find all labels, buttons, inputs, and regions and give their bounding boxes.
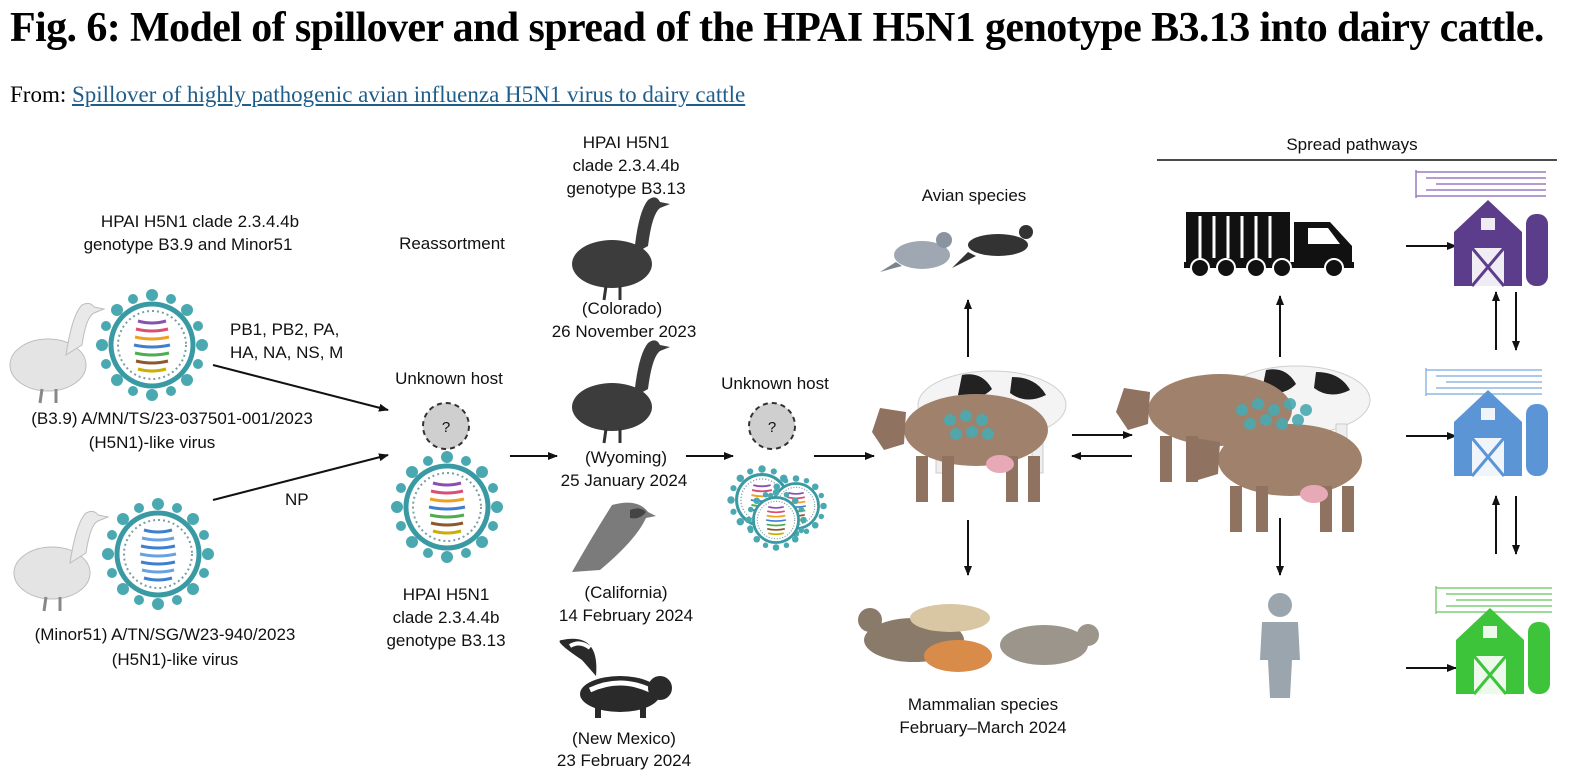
unknown-host-2-icon [748,402,796,450]
source-article-link[interactable]: Spillover of highly pathogenic avian inf… [71,82,746,107]
starling-icon [952,225,1033,268]
b313-result-line3: genotype B3.13 [386,631,505,650]
goose-colorado-icon [570,195,672,302]
figure-title: Fig. 6: Model of spillover and spread of… [10,5,1544,51]
herds-group-icon [1116,365,1371,532]
detection-date-colorado: 26 November 2023 [552,322,697,341]
detection-place-california: (California) [584,583,667,602]
unknown-host-1-symbol: ? [442,419,450,436]
b39-strain-type: (H5N1)-like virus [89,433,216,452]
barn-green-icon [1454,606,1552,696]
mammalian-period-label: February–March 2024 [899,718,1066,737]
goose-minor51-icon [12,509,110,613]
unknown-host-1-icon [422,402,470,450]
b39-strain-label: (B3.9) A/MN/TS/23-037501-001/2023 [31,409,313,428]
minor51-strain-label: (Minor51) A/TN/SG/W23-940/2023 [35,625,296,644]
minor51-strain-type: (H5N1)-like virus [112,650,239,669]
parent-header-line1: HPAI H5N1 clade 2.3.4.4b [101,212,299,231]
source-line: From: Spillover of highly pathogenic avi… [10,82,745,108]
virus-cluster-icon [725,463,829,553]
detection-date-wyoming: 25 January 2024 [561,471,688,490]
arrow-b39-to-host [212,364,389,412]
barn-blue-icon [1452,388,1550,478]
skunk-newmexico-icon [559,638,672,718]
unknown-host-1-label: Unknown host [395,369,503,388]
arrow-minor51-to-host [212,453,389,501]
barn-purple-icon [1452,198,1550,288]
truck-icon [1184,212,1354,278]
virus-b313-icon [391,451,503,563]
spread-pathways-label: Spread pathways [1286,135,1417,154]
human-icon [1260,593,1300,698]
parent-header-line2: genotype B3.9 and Minor51 [84,235,293,254]
detection-place-newmexico: (New Mexico) [572,729,676,748]
reassortment-label: Reassortment [399,234,505,253]
detection-place-wyoming: (Wyoming) [585,448,667,467]
avian-species-label: Avian species [922,186,1027,205]
virus-b39-icon [96,289,208,401]
cattle-group-icon [872,370,1067,502]
tree-blue-icon [1425,368,1542,396]
b313-result-line1: HPAI H5N1 [403,585,490,604]
mammalian-species-label: Mammalian species [908,695,1058,714]
from-prefix: From: [10,82,67,107]
segments-bottom-label: NP [285,490,309,509]
pigeon-icon [880,232,952,272]
goose-b39-icon [8,301,106,405]
segments-top-line2: HA, NA, NS, M [230,343,343,362]
detection-place-colorado: (Colorado) [582,299,662,318]
unknown-host-2-label: Unknown host [721,374,829,393]
detection-date-newmexico: 23 February 2024 [557,751,691,770]
detections-header-line2: clade 2.3.4.4b [573,156,680,175]
detections-header-line1: HPAI H5N1 [583,133,670,152]
unknown-host-2-symbol: ? [768,419,776,436]
detections-header-line3: genotype B3.13 [566,179,685,198]
virus-minor51-icon [102,498,214,610]
tree-purple-icon [1415,170,1546,198]
mammals-group-icon [858,604,1099,672]
goose-wyoming-icon [570,338,672,445]
tree-green-icon [1435,586,1552,614]
segments-top-line1: PB1, PB2, PA, [230,320,339,339]
falcon-california-icon [572,502,656,572]
b313-result-line2: clade 2.3.4.4b [393,608,500,627]
detection-date-california: 14 February 2024 [559,606,693,625]
